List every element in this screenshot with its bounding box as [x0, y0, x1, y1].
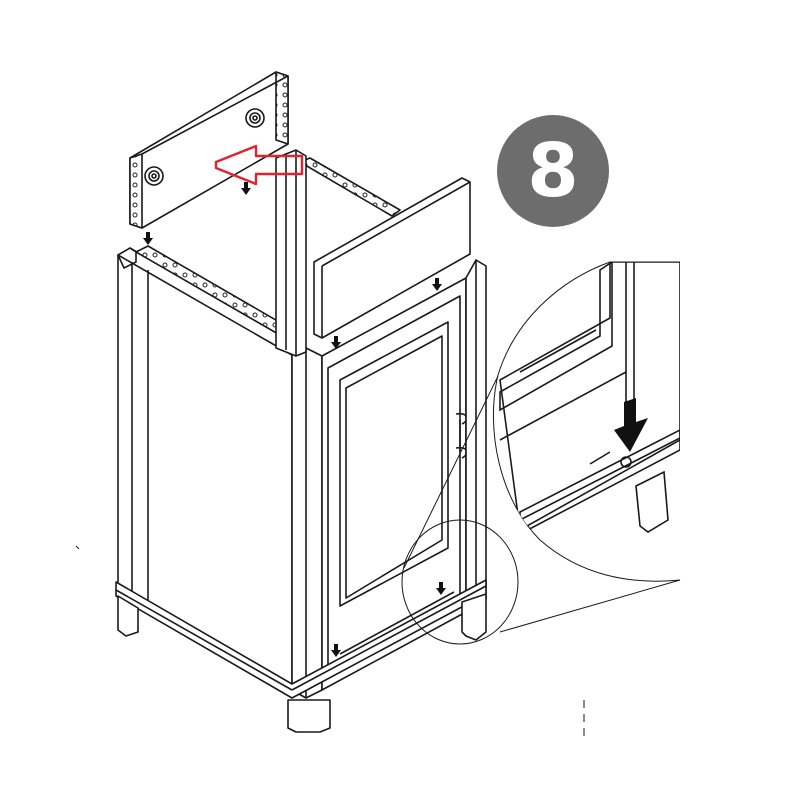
front-top-panel [313, 177, 471, 339]
stray-marks [75, 545, 585, 736]
cabinet-base [115, 579, 487, 733]
red-left-arrow-icon [214, 144, 304, 186]
front-panel [321, 277, 468, 691]
step-number-badge: 8 [497, 115, 609, 227]
detail-callout-lines [401, 261, 681, 645]
down-arrow-icon [143, 232, 153, 245]
large-down-arrow-icon [614, 398, 648, 452]
step-number: 8 [527, 128, 579, 214]
corner-post-front-left [291, 347, 323, 699]
top-frame [135, 149, 401, 357]
down-arrow-icon [432, 278, 442, 291]
down-arrow-icon [241, 182, 251, 195]
rear-top-panel [129, 71, 289, 229]
detail-zoom-view [499, 262, 680, 536]
